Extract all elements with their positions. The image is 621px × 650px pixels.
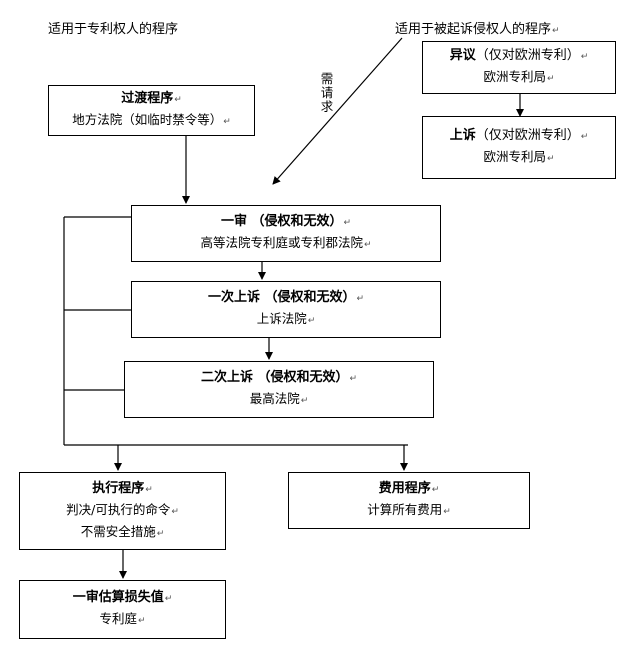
- header-right-label: 适用于被起诉侵权人的程序↵: [395, 22, 560, 37]
- box-subtitle: 欧洲专利局↵: [483, 149, 555, 164]
- box-costs: 费用程序↵ 计算所有费用↵: [288, 472, 530, 529]
- box-subtitle: 判决/可执行的命令↵: [66, 501, 179, 517]
- box-subtitle: 专利庭↵: [99, 611, 146, 626]
- box-appeal-epo: 上诉（仅对欧洲专利）↵ 欧洲专利局↵: [422, 116, 616, 179]
- header-left-label: 适用于专利权人的程序: [48, 22, 179, 37]
- box-enforcement: 执行程序↵ 判决/可执行的命令↵ 不需安全措施↵: [19, 472, 226, 550]
- box-first-appeal: 一次上诉 （侵权和无效）↵ 上诉法院↵: [131, 281, 441, 338]
- box-title: 执行程序↵: [92, 480, 153, 496]
- box-subtitle: 欧洲专利局↵: [483, 69, 555, 84]
- box-title: 一审估算损失值↵: [72, 590, 173, 605]
- box-title: 过渡程序↵: [121, 91, 182, 106]
- box-title: 一次上诉 （侵权和无效）↵: [207, 290, 365, 305]
- box-subtitle: 上诉法院↵: [256, 311, 316, 326]
- box-title: 异议（仅对欧洲专利）↵: [449, 48, 589, 63]
- side-note-char: 求: [320, 99, 334, 114]
- box-title: 费用程序↵: [378, 481, 440, 496]
- box-opposition: 异议（仅对欧洲专利）↵ 欧洲专利局↵: [422, 41, 616, 94]
- box-second-appeal: 二次上诉 （侵权和无效）↵ 最高法院↵: [124, 361, 434, 418]
- box-title: 上诉（仅对欧洲专利）↵: [449, 128, 589, 143]
- box-subtitle-2: 不需安全措施↵: [80, 523, 165, 539]
- box-first-instance: 一审 （侵权和无效）↵ 高等法院专利庭或专利郡法院↵: [131, 205, 441, 262]
- box-transition-procedure: 过渡程序↵ 地方法院（如临时禁令等）↵: [48, 85, 255, 136]
- box-subtitle: 高等法院专利庭或专利郡法院↵: [200, 235, 372, 250]
- side-note-char: 请: [320, 85, 334, 100]
- box-title: 二次上诉 （侵权和无效）↵: [200, 370, 358, 385]
- box-damages: 一审估算损失值↵ 专利庭↵: [19, 580, 226, 639]
- box-subtitle: 地方法院（如临时禁令等）↵: [72, 112, 231, 127]
- box-subtitle: 计算所有费用↵: [367, 502, 451, 517]
- arrow-defendant-to-first-instance: [272, 37, 403, 185]
- box-title: 一审 （侵权和无效）↵: [220, 214, 352, 229]
- box-subtitle: 最高法院↵: [249, 391, 309, 406]
- side-note-char: 需: [320, 71, 334, 86]
